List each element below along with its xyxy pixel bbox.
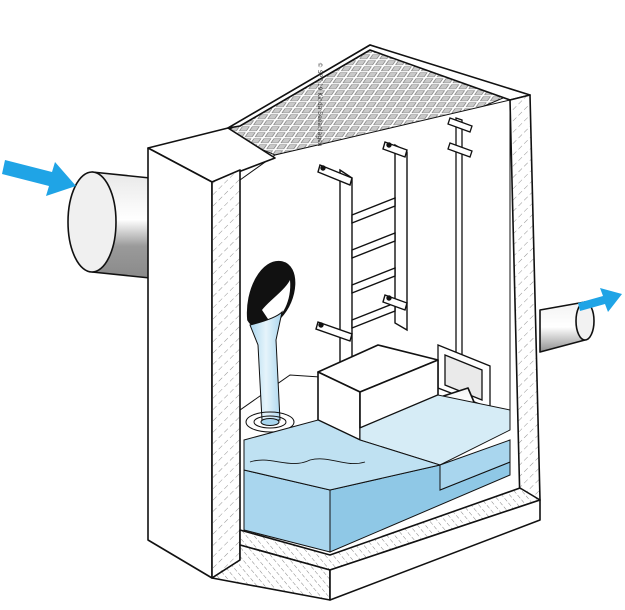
front-wall [147, 44, 541, 601]
inlet-opening [245, 261, 296, 433]
inflow-pipe [67, 171, 151, 279]
valve-gate [437, 117, 491, 409]
water-volume [243, 394, 511, 553]
copyright-text: © SPT 19 Kinda Seeanlagen [316, 62, 323, 147]
pump-step [317, 344, 439, 441]
outflow-arrow-icon [578, 288, 622, 312]
access-ladder [315, 141, 408, 374]
inflow-arrow-icon [2, 160, 76, 196]
outflow-pipe [539, 301, 595, 353]
